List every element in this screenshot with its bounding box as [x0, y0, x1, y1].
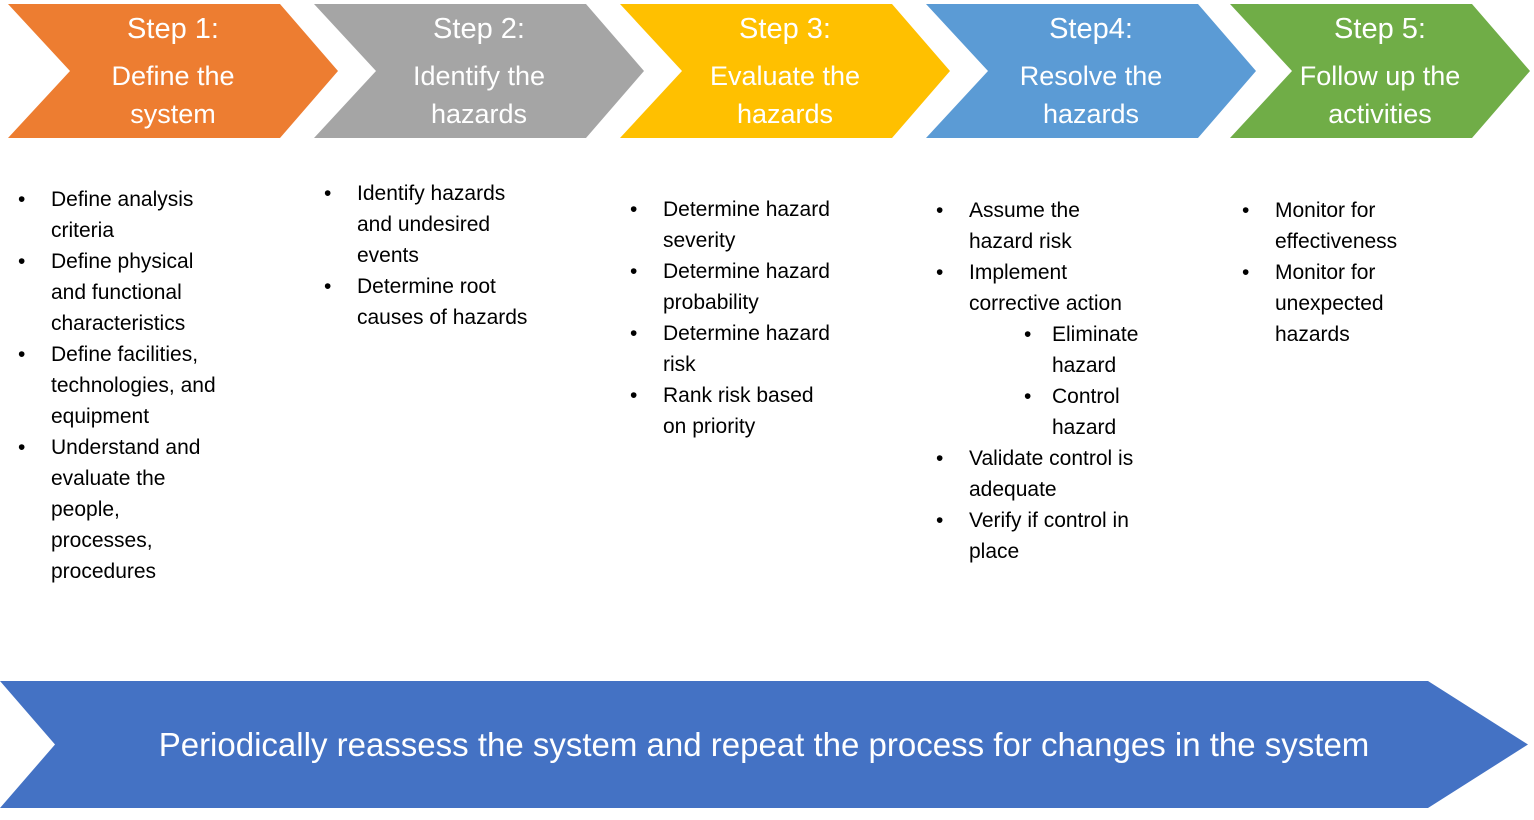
- bullet-marker: •: [936, 447, 944, 470]
- step-4-bullets: • Assume the hazard risk • Implement correc…: [936, 195, 1180, 567]
- bullet-marker: •: [18, 436, 26, 459]
- step-3-title: Evaluate the hazards: [709, 60, 861, 129]
- step-5-chevron: Step 5: Follow up the activities: [1230, 4, 1530, 138]
- bullet-marker: •: [1242, 261, 1250, 284]
- bullet-item: • Monitor for unexpected hazards: [1242, 257, 1486, 350]
- bullet-text: Eliminate hazard: [1052, 323, 1139, 377]
- step-5-title: Follow up the activities: [1299, 60, 1461, 129]
- bullet-marker: •: [936, 261, 944, 284]
- bullet-marker: •: [1242, 199, 1250, 222]
- bullet-text: Monitor for unexpected hazards: [1275, 261, 1384, 346]
- bullet-item: • Assume the hazard risk: [936, 195, 1180, 257]
- bullet-item: • Define physical and functional characte…: [18, 246, 262, 339]
- bullet-text: Implement corrective action: [969, 261, 1122, 315]
- step-5-bullets: • Monitor for effectiveness • Monitor for u…: [1242, 195, 1486, 350]
- step-5-label: Step 5:: [1334, 12, 1426, 45]
- bullet-item: • Validate control is adequate: [936, 443, 1180, 505]
- bullet-marker: •: [936, 199, 944, 222]
- step-3-label: Step 3:: [739, 12, 831, 45]
- step-4-title: Resolve the hazards: [1019, 60, 1163, 129]
- step-2-title: Identify the hazards: [412, 60, 546, 129]
- bullet-marker: •: [630, 322, 638, 345]
- bullet-marker: •: [324, 182, 332, 205]
- bullet-text: Identify hazards and undesired events: [357, 182, 506, 267]
- bullet-item: • Determine hazard severity: [630, 194, 874, 256]
- reassess-banner-chevron: Periodically reassess the system and rep…: [0, 681, 1528, 808]
- step-4-chevron: Step4: Resolve the hazards: [926, 4, 1256, 138]
- step-1-title: Define the system: [111, 60, 235, 129]
- step-3-chevron: Step 3: Evaluate the hazards: [620, 4, 950, 138]
- step-2-label: Step 2:: [433, 12, 525, 45]
- bullet-item: • Implement corrective action: [936, 257, 1180, 319]
- bullet-text: Monitor for effectiveness: [1275, 199, 1398, 253]
- bullet-item: • Understand and evaluate the people, pro…: [18, 432, 262, 587]
- bullet-text: Validate control is adequate: [969, 447, 1134, 501]
- bullet-item: • Determine hazard risk: [630, 318, 874, 380]
- bullet-text: Determine hazard probability: [663, 260, 830, 314]
- step-3-bullets: • Determine hazard severity • Determine haz…: [630, 194, 874, 442]
- bullet-item: • Monitor for effectiveness: [1242, 195, 1486, 257]
- bullet-item: • Identify hazards and undesired events: [324, 178, 568, 271]
- bullet-text: Define facilities, technologies, and equ…: [51, 343, 216, 428]
- bullet-text: Determine hazard severity: [663, 198, 830, 252]
- bullet-text: Assume the hazard risk: [969, 199, 1080, 253]
- bullet-item: • Control hazard: [1024, 381, 1180, 443]
- bullet-text: Rank risk based on priority: [663, 384, 814, 438]
- bullet-text: Verify if control in place: [969, 509, 1129, 563]
- bullet-item: • Define facilities, technologies, and eq…: [18, 339, 262, 432]
- bullet-marker: •: [18, 250, 26, 273]
- bullet-item: • Rank risk based on priority: [630, 380, 874, 442]
- reassess-banner-text: Periodically reassess the system and rep…: [158, 725, 1370, 763]
- bullet-marker: •: [324, 275, 332, 298]
- step-1-bullets: • Define analysis criteria • Define physica…: [18, 184, 262, 587]
- bullet-text: Define physical and functional character…: [51, 250, 194, 335]
- bullet-item: • Verify if control in place: [936, 505, 1180, 567]
- step-1-label: Step 1:: [127, 12, 219, 45]
- bullet-marker: •: [630, 384, 638, 407]
- bullet-text: Define analysis criteria: [51, 188, 194, 242]
- bullet-item: • Determine root causes of hazards: [324, 271, 568, 333]
- step-2-chevron: Step 2: Identify the hazards: [314, 4, 644, 138]
- bullet-item: • Determine hazard probability: [630, 256, 874, 318]
- bullet-text: Determine root causes of hazards: [357, 275, 528, 329]
- bullet-item: • Eliminate hazard: [1024, 319, 1180, 381]
- bullet-marker: •: [630, 198, 638, 221]
- step-2-bullets: • Identify hazards and undesired events • D…: [324, 178, 568, 333]
- bullet-item: • Define analysis criteria: [18, 184, 262, 246]
- step-4-label: Step4:: [1049, 12, 1133, 45]
- bullet-marker: •: [18, 188, 26, 211]
- bullet-marker: •: [18, 343, 26, 366]
- bullet-text: Determine hazard risk: [663, 322, 830, 376]
- step-1-chevron: Step 1: Define the system: [8, 4, 338, 138]
- bullet-text: Understand and evaluate the people, proc…: [51, 436, 201, 583]
- bullet-marker: •: [936, 509, 944, 532]
- bullet-marker: •: [630, 260, 638, 283]
- bullet-marker: •: [1024, 323, 1032, 346]
- bullet-marker: •: [1024, 385, 1032, 408]
- bullet-text: Control hazard: [1052, 385, 1120, 439]
